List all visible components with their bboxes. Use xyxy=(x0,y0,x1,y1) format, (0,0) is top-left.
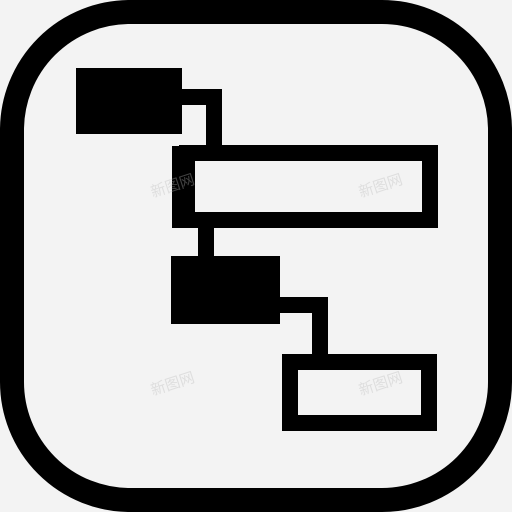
connector-lines xyxy=(182,89,328,354)
task-block-1 xyxy=(76,68,182,134)
task-block-4 xyxy=(282,354,437,431)
watermark-text: 新图网 xyxy=(148,368,196,399)
task-block-3 xyxy=(171,256,280,324)
task-block-2-bar xyxy=(179,145,438,228)
